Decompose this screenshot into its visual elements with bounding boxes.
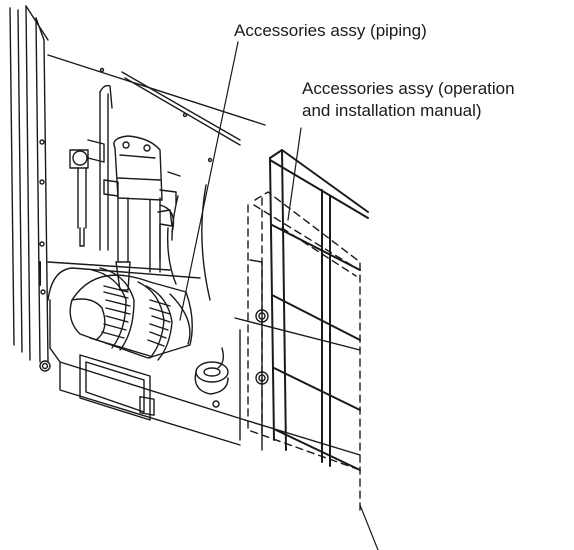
accessory-piping-bag — [69, 267, 193, 361]
label-accessories-manual-line1: Accessories assy (operation — [302, 79, 515, 98]
label-accessories-piping: Accessories assy (piping) — [234, 21, 427, 40]
side-panel — [234, 259, 361, 456]
leader-lines — [179, 41, 379, 550]
valve-assembly — [69, 84, 181, 291]
wire-grille — [269, 149, 369, 471]
back-panel — [47, 54, 266, 301]
label-accessories-manual-line2: and installation manual) — [302, 101, 482, 120]
base-pan — [39, 261, 246, 446]
unit-casing-frame — [9, 5, 49, 363]
